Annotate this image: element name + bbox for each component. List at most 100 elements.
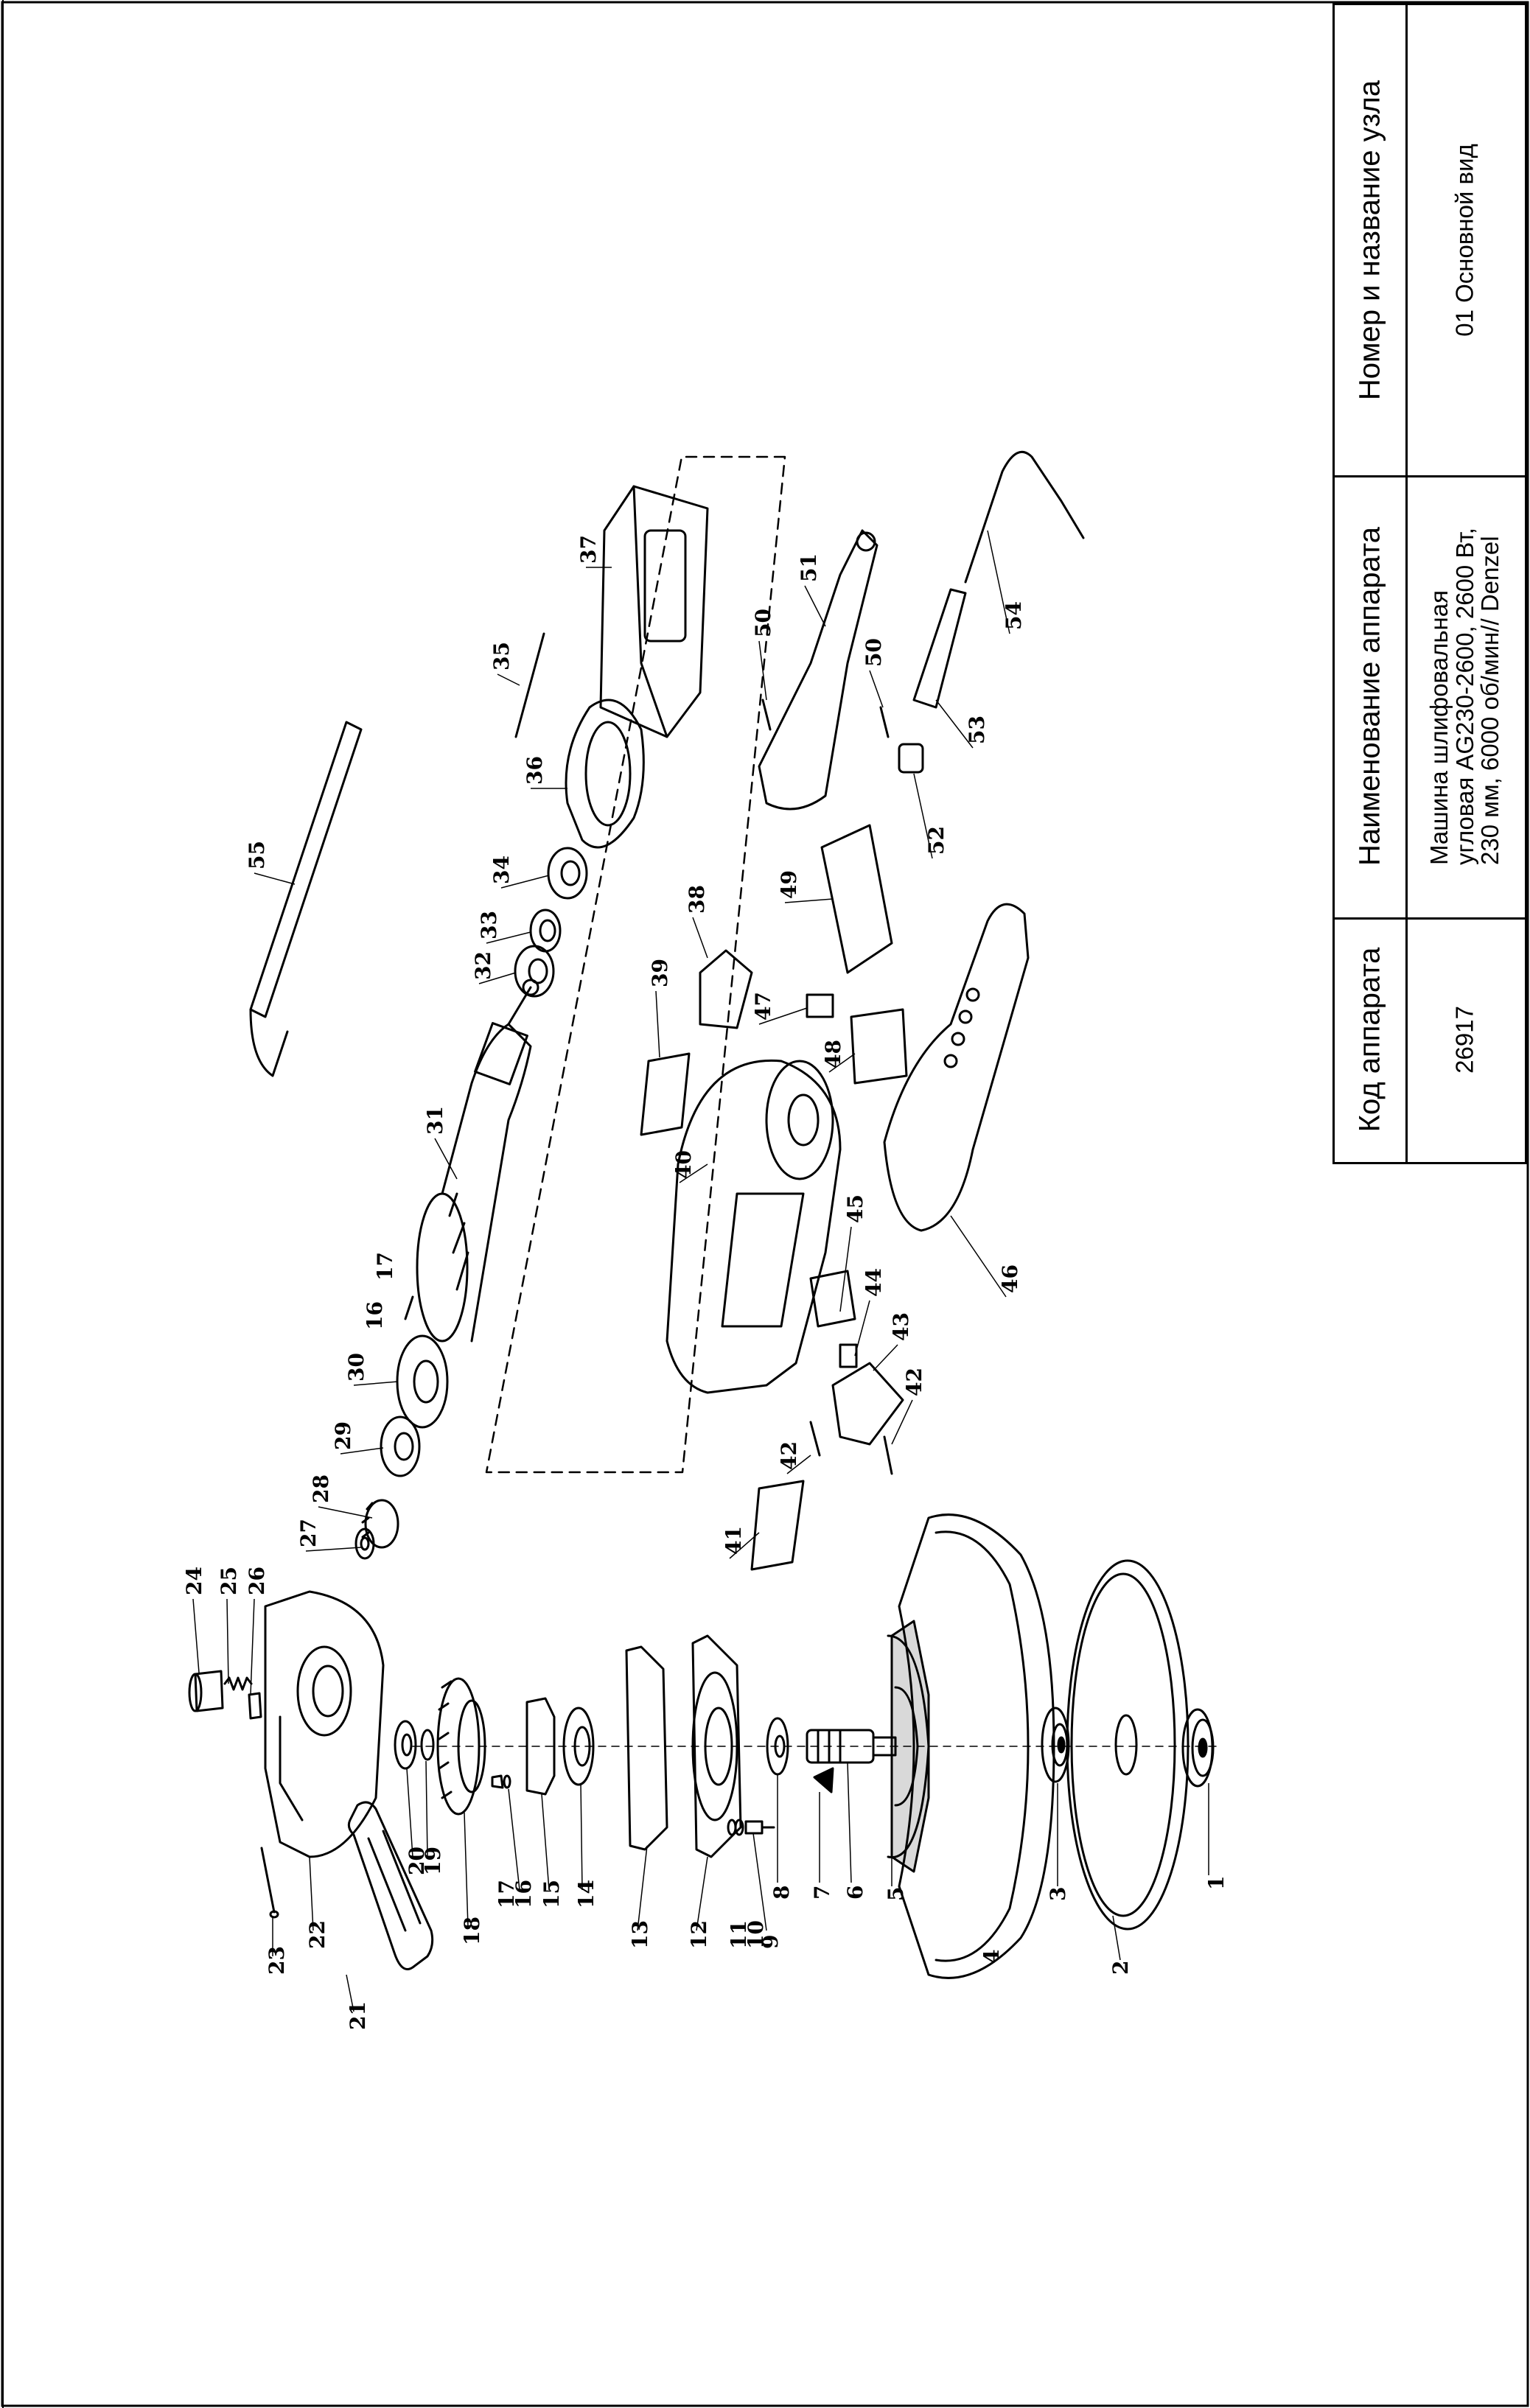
title-block-header-column: Номер и название узла Наименование аппар… <box>1335 5 1408 1162</box>
callout-14: 14 <box>574 1880 598 1908</box>
callout-4: 4 <box>979 1950 1004 1964</box>
bevel-gear-part <box>436 1677 486 1816</box>
spindle-lock-spring-part <box>223 1676 253 1691</box>
speed-switch-part <box>850 1008 908 1085</box>
callout-50-right: 50 <box>862 638 886 667</box>
side-handle-part <box>347 1801 434 1970</box>
armature-part <box>416 979 539 1343</box>
callout-5: 5 <box>884 1887 908 1901</box>
callout-2: 2 <box>1108 1961 1133 1975</box>
rear-handle-shell-part <box>883 903 1030 1232</box>
guard-clamp-part <box>887 1634 930 1859</box>
brush-cover-part <box>831 1362 904 1446</box>
cable-sleeve-part <box>912 588 967 709</box>
callout-1: 1 <box>1204 1876 1229 1890</box>
callout-46: 46 <box>998 1264 1022 1293</box>
title-block: Номер и название узла Наименование аппар… <box>1332 3 1527 1164</box>
air-guide-part <box>565 699 645 849</box>
stator-screw-part <box>514 632 545 738</box>
callout-41: 41 <box>722 1526 746 1555</box>
callout-51: 51 <box>797 553 821 582</box>
bearing-cover-screw-part <box>727 1819 775 1836</box>
value-device-name: Машина шлифовальная угловая AG230-2600, … <box>1425 528 1503 865</box>
motor-group-dashed-outline <box>485 455 786 1474</box>
callout-10: 10 <box>744 1920 768 1949</box>
header-node-cell: Номер и название узла <box>1335 5 1405 477</box>
brush-holder-screw-part <box>809 1421 821 1457</box>
label-plate-part <box>640 1052 691 1136</box>
callout-31: 31 <box>423 1106 447 1135</box>
callout-12: 12 <box>687 1920 711 1949</box>
callout-50-left: 50 <box>751 609 775 637</box>
callout-25: 25 <box>217 1567 241 1595</box>
callout-53: 53 <box>965 715 989 744</box>
spindle-part <box>806 1729 897 1764</box>
header-device-code-cell: Код аппарата <box>1335 917 1405 1162</box>
pin-wrench-part <box>249 721 363 1077</box>
cable-clamp-part <box>898 743 924 774</box>
cutting-disc-part <box>1066 1559 1190 1931</box>
callout-27: 27 <box>296 1519 321 1547</box>
callout-47: 47 <box>751 992 775 1021</box>
callout-26: 26 <box>245 1567 269 1595</box>
rear-handle-half-part <box>758 529 878 811</box>
header-device-name: Наименование аппарата <box>1353 527 1386 866</box>
spindle-lock-button-part <box>188 1670 224 1712</box>
bearing-cover-part <box>691 1634 742 1858</box>
callout-24: 24 <box>182 1567 206 1595</box>
switch-module-part <box>820 824 893 974</box>
callout-28: 28 <box>309 1474 333 1503</box>
callout-38: 38 <box>685 885 709 914</box>
callout-45: 45 <box>843 1194 867 1223</box>
title-block-value-column: 01 Основной вид Машина шлифовальная угло… <box>1405 5 1525 1162</box>
gear-retaining-ring-part <box>420 1729 435 1761</box>
value-device-code: 26917 <box>1450 1006 1478 1074</box>
callout-3: 3 <box>1046 1887 1070 1901</box>
callout-11: 11 <box>727 1920 751 1949</box>
callout-17-upper: 17 <box>373 1252 397 1281</box>
callout-16-lower: 16 <box>511 1880 536 1908</box>
value-device-code-cell: 26917 <box>1405 917 1525 1162</box>
brush-holder-part <box>809 1270 856 1328</box>
callout-21: 21 <box>346 2001 370 2030</box>
gasket-part <box>625 1645 668 1851</box>
callout-29: 29 <box>331 1421 355 1450</box>
callout-35: 35 <box>489 642 514 671</box>
callout-54: 54 <box>1002 601 1026 630</box>
bearing-sleeve-part <box>529 909 562 953</box>
header-node-name: Номер и название узла <box>1353 80 1386 401</box>
callout-34: 34 <box>489 855 514 884</box>
value-node-name: 01 Основной вид <box>1450 144 1478 337</box>
callout-33: 33 <box>477 911 501 939</box>
armature-baffle-part <box>396 1334 449 1429</box>
callout-22: 22 <box>305 1920 329 1949</box>
device-name-line-2: угловая AG230-2600, 2600 Вт, <box>1450 528 1478 865</box>
motor-housing-part <box>666 1059 842 1394</box>
inner-flange-part <box>1041 1707 1070 1783</box>
callout-55: 55 <box>245 841 269 869</box>
leaders <box>192 530 1209 2012</box>
brush-cap-screw-part <box>883 1435 893 1475</box>
baffle-screw-part <box>404 1295 414 1320</box>
callout-9: 9 <box>758 1935 783 1949</box>
callout-37: 37 <box>576 535 601 564</box>
cable-clamp-screw-part <box>879 706 890 738</box>
bearing-plate-part <box>525 1697 556 1796</box>
wheel-guard-part <box>890 1513 1055 1979</box>
callout-49: 49 <box>777 870 801 899</box>
field-cover-part <box>699 949 753 1029</box>
callout-18: 18 <box>460 1917 484 1945</box>
pinion-gear-part <box>361 1499 399 1549</box>
carbon-brush-part <box>839 1343 858 1368</box>
callout-36: 36 <box>523 756 547 785</box>
bearing-damper-part <box>547 847 588 900</box>
callout-19: 19 <box>421 1847 445 1875</box>
armature-front-bearing-part <box>380 1415 421 1477</box>
callout-7: 7 <box>810 1886 834 1900</box>
callout-39: 39 <box>648 959 672 987</box>
callout-32: 32 <box>471 951 495 980</box>
housing-pin-part <box>260 1847 279 1919</box>
callout-8: 8 <box>769 1886 794 1900</box>
plate-screw-part <box>491 1774 511 1789</box>
